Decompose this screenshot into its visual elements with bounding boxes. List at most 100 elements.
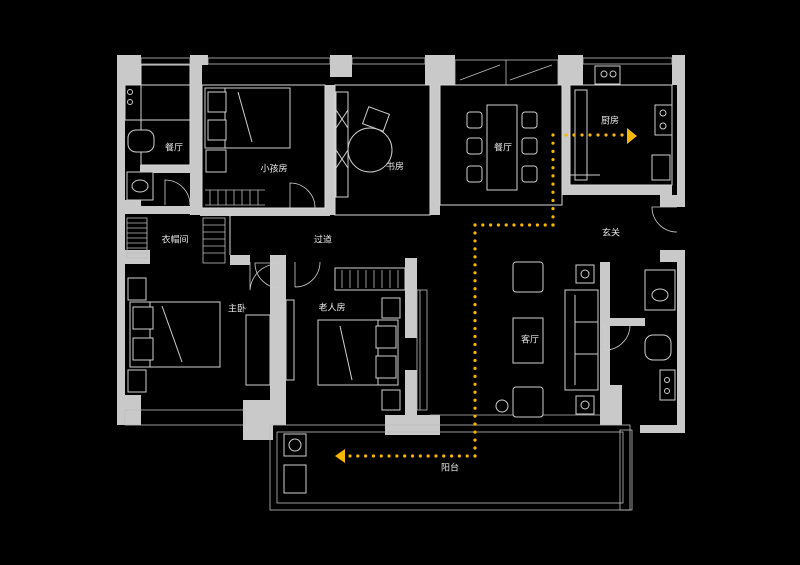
path-arrow-balcony bbox=[335, 449, 345, 463]
label-elder-room: 老人房 bbox=[318, 302, 345, 314]
path-dot bbox=[473, 326, 477, 331]
path-dot bbox=[551, 207, 555, 211]
room-labels: 餐厅 小孩房 书房 餐厅 厨房 衣帽间 过道 玄关 主卧 老人房 客厅 阳台 bbox=[161, 115, 620, 474]
path-dot bbox=[473, 318, 477, 323]
path-dot bbox=[564, 133, 568, 137]
path-dot bbox=[473, 406, 477, 410]
path-dot bbox=[473, 438, 477, 442]
path-dot bbox=[356, 454, 360, 458]
path-dot bbox=[620, 133, 624, 137]
label-balcony: 阳台 bbox=[441, 462, 459, 474]
path-dot bbox=[473, 366, 477, 370]
path-dot bbox=[473, 430, 477, 434]
path-dot bbox=[535, 223, 540, 227]
path-dot bbox=[473, 303, 477, 307]
circulation-path bbox=[335, 128, 637, 463]
bathroom-fixtures-right bbox=[644, 269, 676, 401]
path-dot bbox=[473, 271, 477, 275]
path-dot bbox=[473, 350, 477, 355]
path-dot bbox=[551, 133, 555, 137]
path-dot bbox=[551, 215, 555, 219]
path-dot bbox=[473, 382, 477, 386]
kitchen-fixtures bbox=[570, 65, 673, 181]
path-dot bbox=[473, 454, 477, 458]
path-dot bbox=[551, 166, 555, 170]
master-bed bbox=[127, 277, 271, 393]
path-dot bbox=[473, 295, 477, 299]
path-dot bbox=[348, 454, 352, 458]
path-dot bbox=[465, 454, 469, 458]
path-dot bbox=[604, 133, 608, 137]
label-study: 书房 bbox=[386, 161, 404, 173]
path-dot bbox=[434, 454, 438, 458]
path-dot bbox=[612, 133, 616, 137]
path-dot bbox=[551, 141, 555, 145]
label-dining: 餐厅 bbox=[494, 142, 512, 154]
path-dot bbox=[528, 223, 532, 227]
cloakroom-rails bbox=[126, 217, 226, 264]
dining-table bbox=[466, 104, 538, 191]
path-dot bbox=[520, 223, 524, 227]
path-dot bbox=[371, 454, 376, 458]
path-dot bbox=[473, 255, 477, 259]
path-dot bbox=[512, 223, 516, 227]
path-dot bbox=[473, 279, 477, 283]
path-dot bbox=[449, 454, 454, 458]
kids-bed bbox=[204, 87, 291, 206]
living-room-furniture bbox=[495, 261, 599, 418]
path-dot bbox=[551, 198, 555, 203]
path-dot bbox=[496, 223, 500, 227]
label-corridor: 过道 bbox=[314, 234, 332, 246]
doors bbox=[164, 179, 678, 351]
path-dot bbox=[473, 247, 477, 251]
study-furniture bbox=[335, 91, 393, 198]
path-dot bbox=[504, 223, 508, 227]
elder-room-furniture bbox=[285, 267, 406, 411]
path-dot bbox=[457, 454, 461, 458]
path-dot bbox=[387, 454, 391, 458]
label-kids-room: 小孩房 bbox=[260, 163, 287, 175]
path-dot bbox=[473, 223, 477, 227]
path-dot bbox=[473, 374, 477, 378]
path-dot bbox=[551, 223, 555, 227]
path-dot bbox=[580, 133, 584, 137]
path-dot bbox=[588, 133, 592, 137]
label-cloakroom: 衣帽间 bbox=[161, 234, 188, 246]
walls bbox=[117, 55, 685, 440]
path-dot bbox=[410, 454, 415, 458]
label-living-room: 客厅 bbox=[521, 334, 539, 346]
label-master-bedroom: 主卧 bbox=[228, 303, 246, 315]
furniture bbox=[124, 65, 676, 494]
path-dot bbox=[418, 454, 422, 458]
path-dot bbox=[473, 446, 477, 450]
path-dot bbox=[473, 263, 477, 267]
label-dining-small: 餐厅 bbox=[165, 142, 183, 154]
path-dot bbox=[543, 223, 547, 227]
path-dot bbox=[395, 454, 399, 458]
path-dot bbox=[481, 223, 485, 227]
path-dot bbox=[473, 287, 477, 291]
path-dot bbox=[596, 133, 600, 137]
path-dot bbox=[442, 454, 446, 458]
path-dot bbox=[489, 223, 493, 227]
path-dot bbox=[426, 454, 430, 458]
path-dot bbox=[473, 311, 477, 315]
path-dot bbox=[364, 454, 368, 458]
path-dot bbox=[473, 342, 477, 347]
path-dot bbox=[379, 454, 383, 458]
path-dot bbox=[473, 231, 477, 235]
label-entrance: 玄关 bbox=[602, 227, 620, 239]
path-dot bbox=[473, 414, 477, 418]
path-dot bbox=[551, 182, 555, 186]
path-arrow-kitchen bbox=[627, 128, 637, 144]
path-dot bbox=[473, 422, 477, 426]
path-dot bbox=[473, 334, 477, 339]
window-lines bbox=[124, 57, 673, 511]
path-dot bbox=[473, 239, 477, 243]
path-dot bbox=[403, 454, 407, 458]
path-dot bbox=[572, 133, 576, 137]
label-kitchen: 厨房 bbox=[601, 115, 619, 127]
path-dot bbox=[473, 390, 477, 394]
bathroom-fixtures-left bbox=[124, 84, 155, 201]
